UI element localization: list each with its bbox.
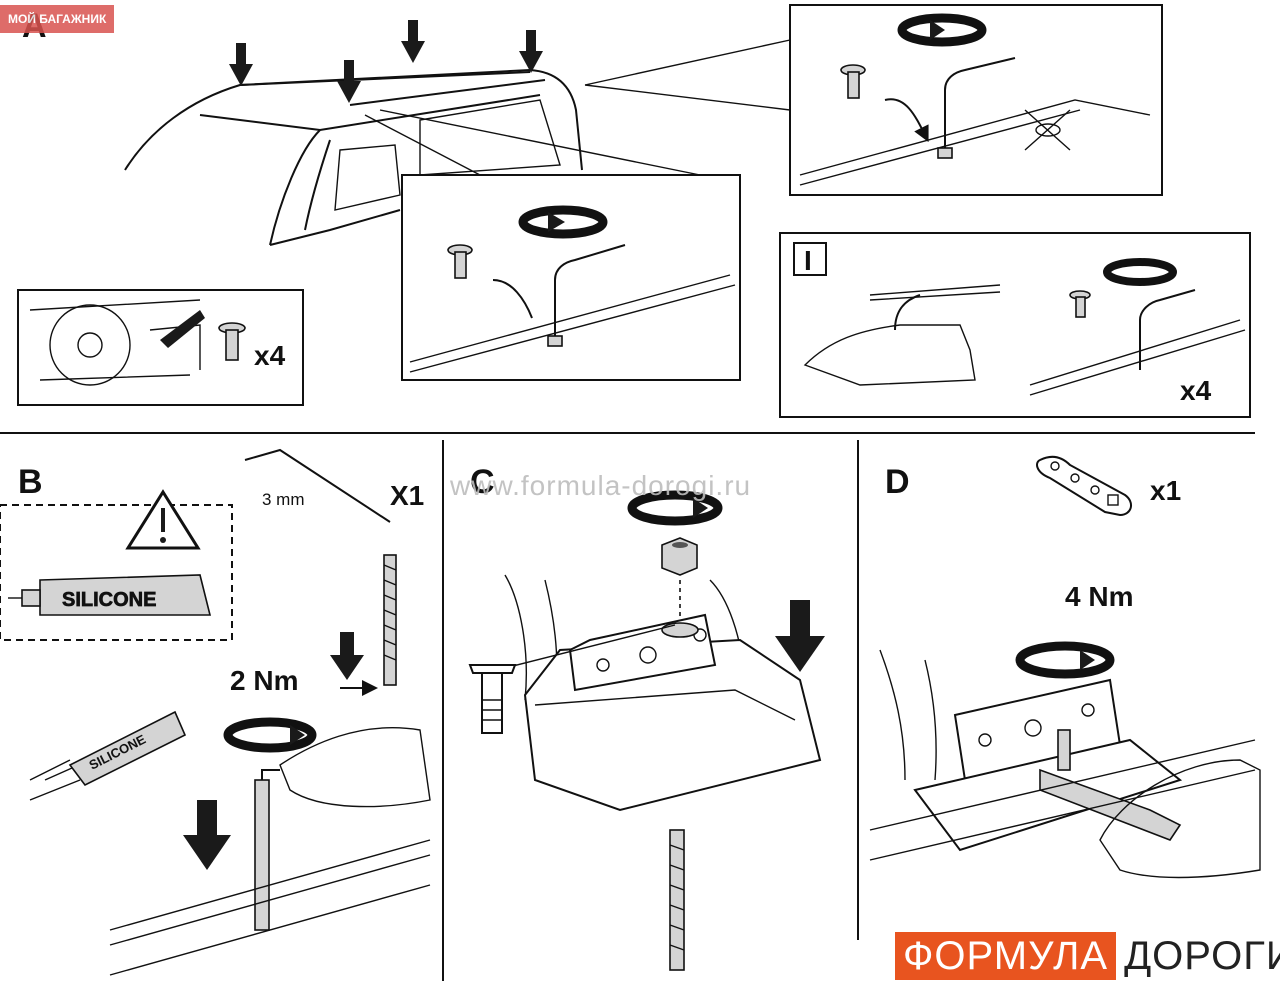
section-d-torque: 4 Nm	[1065, 581, 1133, 612]
brand-logo-part2: ДОРОГИ	[1124, 934, 1280, 978]
foot-block	[523, 613, 822, 812]
mounting-tool-icon	[1036, 455, 1132, 517]
section-i-label: I	[804, 245, 812, 276]
silicone-box	[0, 504, 233, 641]
brand-logo: ФОРМУЛА ДОРОГИ	[895, 932, 1280, 980]
rotate-arrow-icon	[1015, 641, 1115, 679]
brand-logo-part1: ФОРМУЛА	[895, 932, 1117, 980]
hex-key-size: 3 mm	[262, 490, 305, 509]
screw-icon	[840, 64, 866, 99]
screw-count: x4	[254, 340, 286, 371]
detail-box-front	[401, 174, 741, 381]
down-arrow-icon	[401, 20, 425, 63]
section-b: B 3 mm X1 SILICONE 2 Nm	[0, 448, 431, 976]
long-bolt	[669, 829, 685, 971]
site-watermark: www.formula-dorogi.ru	[450, 470, 752, 501]
hex-key-in-bolt	[261, 769, 280, 780]
rotate-arrow-icon	[223, 717, 317, 753]
rotate-arrow-icon	[897, 13, 987, 47]
nut-icon	[661, 537, 698, 576]
hex-key-icon	[244, 448, 391, 523]
silicone-label: SILICONE	[62, 589, 156, 611]
section-b-torque: 2 Nm	[230, 665, 298, 696]
side-screw-icon	[468, 664, 517, 734]
section-c: C	[468, 463, 825, 971]
rotate-arrow-icon	[518, 205, 608, 239]
warning-icon	[125, 489, 201, 550]
screw-icon	[447, 244, 473, 279]
hand-outline	[279, 727, 431, 808]
down-arrow-icon	[229, 43, 253, 86]
section-d: D x1 4 Nm	[869, 455, 1261, 879]
section-b-label: B	[18, 463, 43, 501]
roof-arrows	[229, 20, 543, 103]
detail-box-rear	[789, 4, 1163, 196]
down-arrow-icon	[775, 600, 825, 672]
rotate-arrow-icon	[1103, 258, 1177, 286]
section-i-count: x4	[1180, 375, 1212, 406]
vehicle-outline	[124, 68, 583, 246]
section-a: A	[17, 4, 1163, 406]
down-arrow-icon	[183, 800, 231, 870]
long-bolt	[254, 779, 270, 931]
silicone-tube-small: SILICONE	[44, 710, 187, 787]
down-arrow-icon	[519, 30, 543, 73]
screw-icon	[1069, 290, 1091, 318]
rotate-arrow-icon	[627, 490, 723, 526]
section-d-label: D	[885, 463, 910, 501]
tool-count: x1	[1150, 475, 1181, 506]
silicone-tube-icon: SILICONE	[8, 574, 212, 616]
down-arrow-icon	[337, 60, 361, 103]
bolt-icon	[1057, 729, 1071, 771]
hand-outline	[1099, 759, 1261, 879]
section-i: I x4	[779, 232, 1251, 418]
hex-key-count: X1	[390, 480, 424, 511]
screw-icon	[218, 322, 246, 361]
corner-tag: МОЙ БАГАЖНИК	[0, 5, 115, 33]
bolt-icon	[383, 554, 397, 686]
dashboard-box: x4	[17, 289, 304, 406]
down-arrow-icon	[330, 632, 364, 680]
tool-in-use	[1039, 768, 1182, 841]
section-c-label: C	[470, 463, 495, 501]
